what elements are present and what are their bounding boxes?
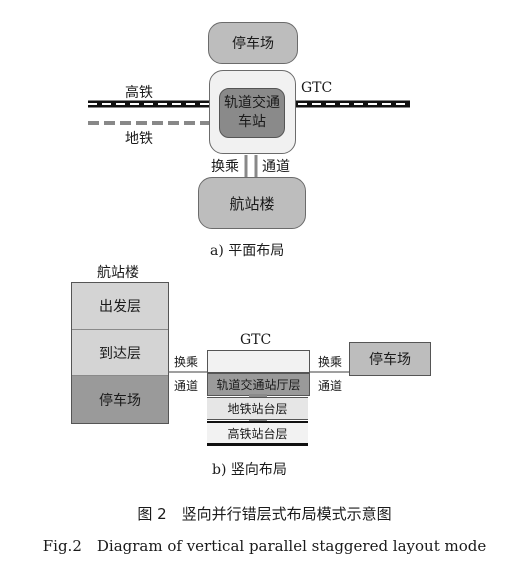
parking-label: 停车场 [232, 36, 274, 52]
terminal-box: 航站楼 [198, 177, 306, 229]
concourse-label: 轨道交通站厅层 [216, 378, 301, 392]
terminal-title: 航站楼 [97, 265, 139, 281]
caption-a: a) 平面布局 [210, 243, 285, 259]
gtc-level [207, 350, 310, 373]
transfer-label-plan: 换乘 [211, 159, 239, 175]
arrival-level: 到达层 [72, 330, 168, 376]
caption-b: b) 竖向布局 [212, 462, 287, 478]
metro-label: 地铁 [125, 131, 153, 147]
hsr-label: 高铁 [125, 85, 153, 101]
terminal-stack: 出发层 到达层 停车场 [71, 282, 169, 424]
concourse-level: 轨道交通站厅层 [207, 373, 310, 396]
rail-station-box: 轨道交通 车站 [219, 88, 285, 138]
figure-title-cn: 图 2 竖向并行错层式布局模式示意图 [137, 505, 392, 523]
gtc-label-plan: GTC [301, 80, 333, 96]
metro-platform-label: 地铁站台层 [227, 402, 288, 416]
parking-right-box: 停车场 [349, 342, 431, 376]
corridor-left: 通道 [174, 379, 199, 393]
corridor-label-plan: 通道 [262, 159, 290, 175]
departure-label: 出发层 [99, 299, 141, 315]
hub-label-line2: 车站 [238, 114, 266, 130]
hsr-platform-level: 高铁站台层 [207, 421, 308, 446]
hsr-platform-label: 高铁站台层 [227, 426, 288, 441]
terminal-label: 航站楼 [229, 194, 275, 213]
departure-level: 出发层 [72, 283, 168, 330]
transfer-right: 换乘 [318, 355, 343, 369]
parking-box: 停车场 [208, 22, 298, 64]
metro-platform-level: 地铁站台层 [207, 397, 308, 420]
figure-title-en: Fig.2 Diagram of vertical parallel stagg… [42, 537, 487, 555]
parking-level-label: 停车场 [99, 392, 141, 409]
parking-level: 停车场 [72, 376, 168, 423]
parking-right-label: 停车场 [369, 352, 411, 368]
transfer-left: 换乘 [174, 355, 199, 369]
hub-label-line1: 轨道交通 [224, 95, 280, 111]
arrival-label: 到达层 [99, 345, 141, 362]
gtc-label-section: GTC [240, 332, 272, 348]
corridor-right: 通道 [318, 379, 343, 393]
